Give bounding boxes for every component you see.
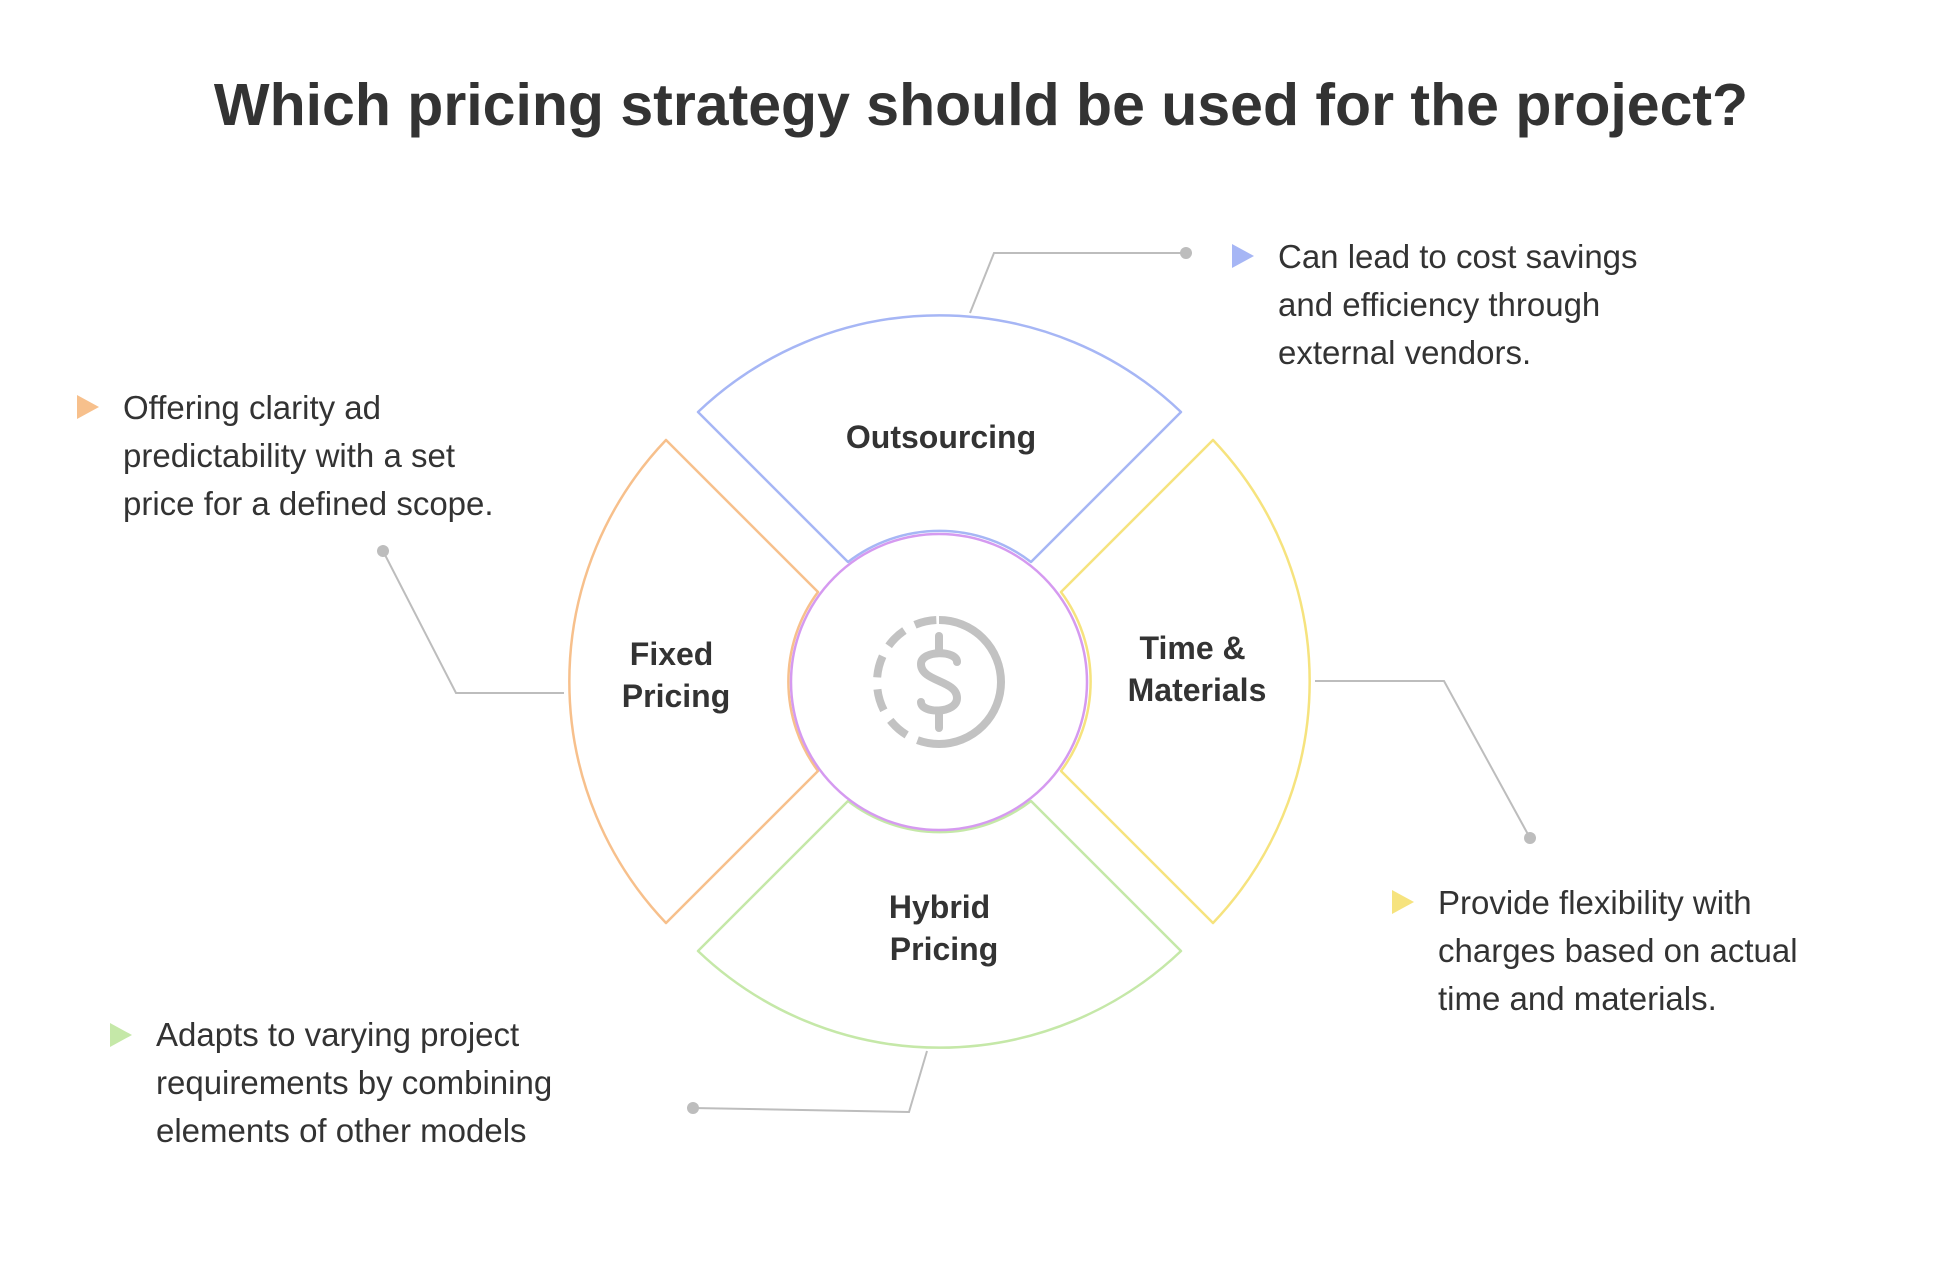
triangle-marker-icon bbox=[77, 395, 99, 419]
leader-lines bbox=[377, 247, 1536, 1114]
leader-fixed-pricing bbox=[382, 550, 564, 694]
triangle-marker-icon bbox=[110, 1023, 132, 1047]
note-outsourcing: Can lead to cost savings and efficiency … bbox=[1232, 238, 1647, 371]
leader-dot-time-materials bbox=[1524, 832, 1536, 844]
segment-label-fixed-pricing: Fixed Pricing bbox=[622, 636, 730, 714]
page-title: Which pricing strategy should be used fo… bbox=[214, 72, 1748, 138]
leader-dot-hybrid-pricing bbox=[687, 1102, 699, 1114]
note-time-materials: Provide flexibility with charges based o… bbox=[1392, 884, 1807, 1017]
leader-dot-outsourcing bbox=[1180, 247, 1192, 259]
segments-group bbox=[568, 314, 1311, 1049]
segment-label-hybrid-pricing: Hybrid Pricing bbox=[889, 889, 999, 967]
triangle-marker-icon bbox=[1232, 244, 1254, 268]
note-hybrid-pricing: Adapts to varying project requirements b… bbox=[110, 1016, 561, 1149]
leader-dot-fixed-pricing bbox=[377, 545, 389, 557]
note-text-fixed-pricing: Offering clarity ad predictability with … bbox=[123, 389, 494, 522]
segment-hybrid-pricing[interactable] bbox=[696, 799, 1183, 1049]
segment-fixed-pricing[interactable] bbox=[568, 438, 820, 925]
leader-time-materials bbox=[1315, 680, 1531, 839]
note-text-hybrid-pricing: Adapts to varying project requirements b… bbox=[156, 1016, 561, 1149]
segment-time-materials[interactable] bbox=[1059, 438, 1311, 925]
note-text-time-materials: Provide flexibility with charges based o… bbox=[1438, 884, 1807, 1017]
triangle-marker-icon bbox=[1392, 890, 1414, 914]
segment-label-time-materials: Time & Materials bbox=[1128, 630, 1267, 708]
segment-label-outsourcing: Outsourcing bbox=[846, 419, 1036, 455]
segment-outsourcing[interactable] bbox=[696, 314, 1183, 564]
leader-hybrid-pricing bbox=[692, 1050, 928, 1114]
note-text-outsourcing: Can lead to cost savings and efficiency … bbox=[1278, 238, 1647, 371]
dollar-circle-icon bbox=[873, 616, 1005, 748]
note-fixed-pricing: Offering clarity ad predictability with … bbox=[77, 389, 494, 522]
leader-outsourcing bbox=[969, 252, 1186, 314]
